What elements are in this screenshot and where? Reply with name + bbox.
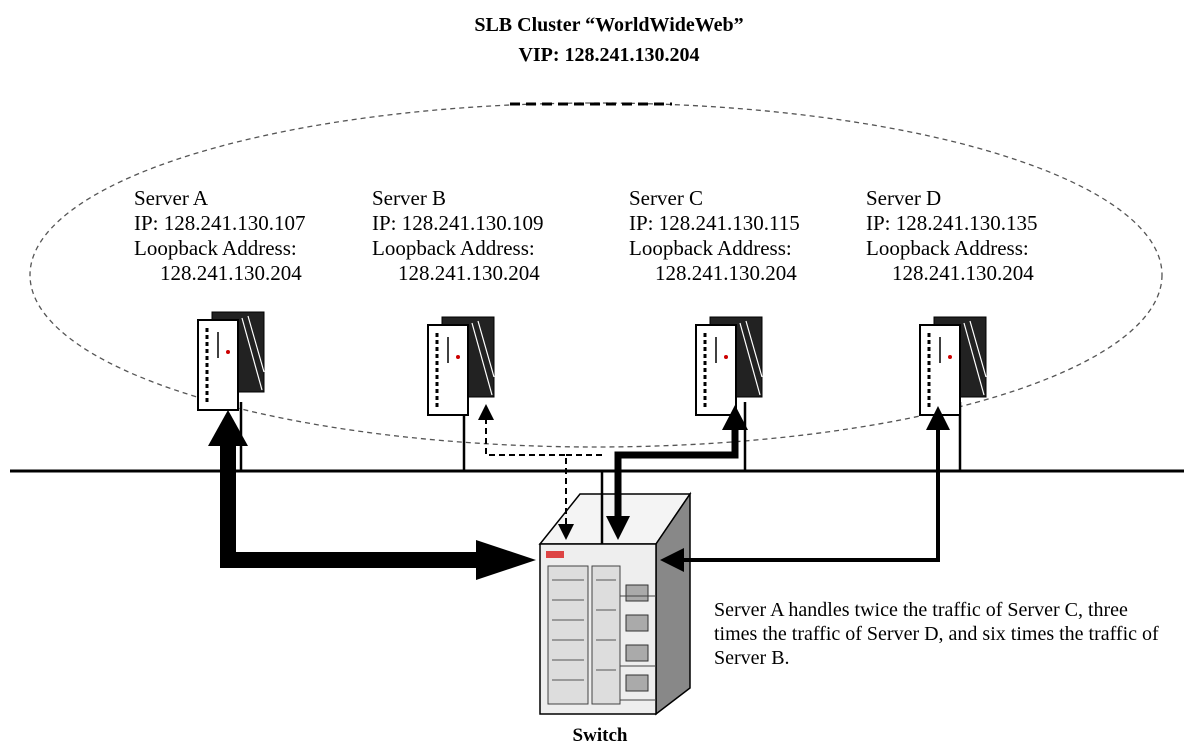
traffic-note: Server A handles twice the traffic of Se… <box>714 598 1174 670</box>
server-b-name: Server B <box>372 186 544 211</box>
server-d-loopback-address: 128.241.130.204 <box>866 261 1038 286</box>
server-c-icon <box>696 317 762 415</box>
server-a-name: Server A <box>134 186 306 211</box>
server-c-label: Server C IP: 128.241.130.115 Loopback Ad… <box>629 186 800 286</box>
server-b-loopback-label: Loopback Address: <box>372 236 544 261</box>
server-d-label: Server D IP: 128.241.130.135 Loopback Ad… <box>866 186 1038 286</box>
server-d-icon <box>920 317 986 415</box>
server-b-loopback-address: 128.241.130.204 <box>372 261 544 286</box>
server-b-icon <box>428 317 494 415</box>
server-d-ip: IP: 128.241.130.135 <box>866 211 1038 236</box>
server-d-name: Server D <box>866 186 1038 211</box>
server-a-icon <box>198 312 264 410</box>
server-drops <box>241 402 960 471</box>
server-b-ip: IP: 128.241.130.109 <box>372 211 544 236</box>
traffic-arrow-server-a <box>208 410 536 580</box>
server-a-ip: IP: 128.241.130.107 <box>134 211 306 236</box>
server-c-loopback-label: Loopback Address: <box>629 236 800 261</box>
cluster-title: SLB Cluster “WorldWideWeb” <box>12 14 1194 37</box>
server-c-name: Server C <box>629 186 800 211</box>
server-a-label: Server A IP: 128.241.130.107 Loopback Ad… <box>134 186 306 286</box>
cluster-vip: VIP: 128.241.130.204 <box>12 44 1194 67</box>
server-b-label: Server B IP: 128.241.130.109 Loopback Ad… <box>372 186 544 286</box>
server-c-ip: IP: 128.241.130.115 <box>629 211 800 236</box>
server-c-loopback-address: 128.241.130.204 <box>629 261 800 286</box>
traffic-arrow-server-d <box>660 406 950 572</box>
server-d-loopback-label: Loopback Address: <box>866 236 1038 261</box>
switch-label: Switch <box>530 725 670 747</box>
server-a-loopback-address: 128.241.130.204 <box>134 261 306 286</box>
server-a-loopback-label: Loopback Address: <box>134 236 306 261</box>
